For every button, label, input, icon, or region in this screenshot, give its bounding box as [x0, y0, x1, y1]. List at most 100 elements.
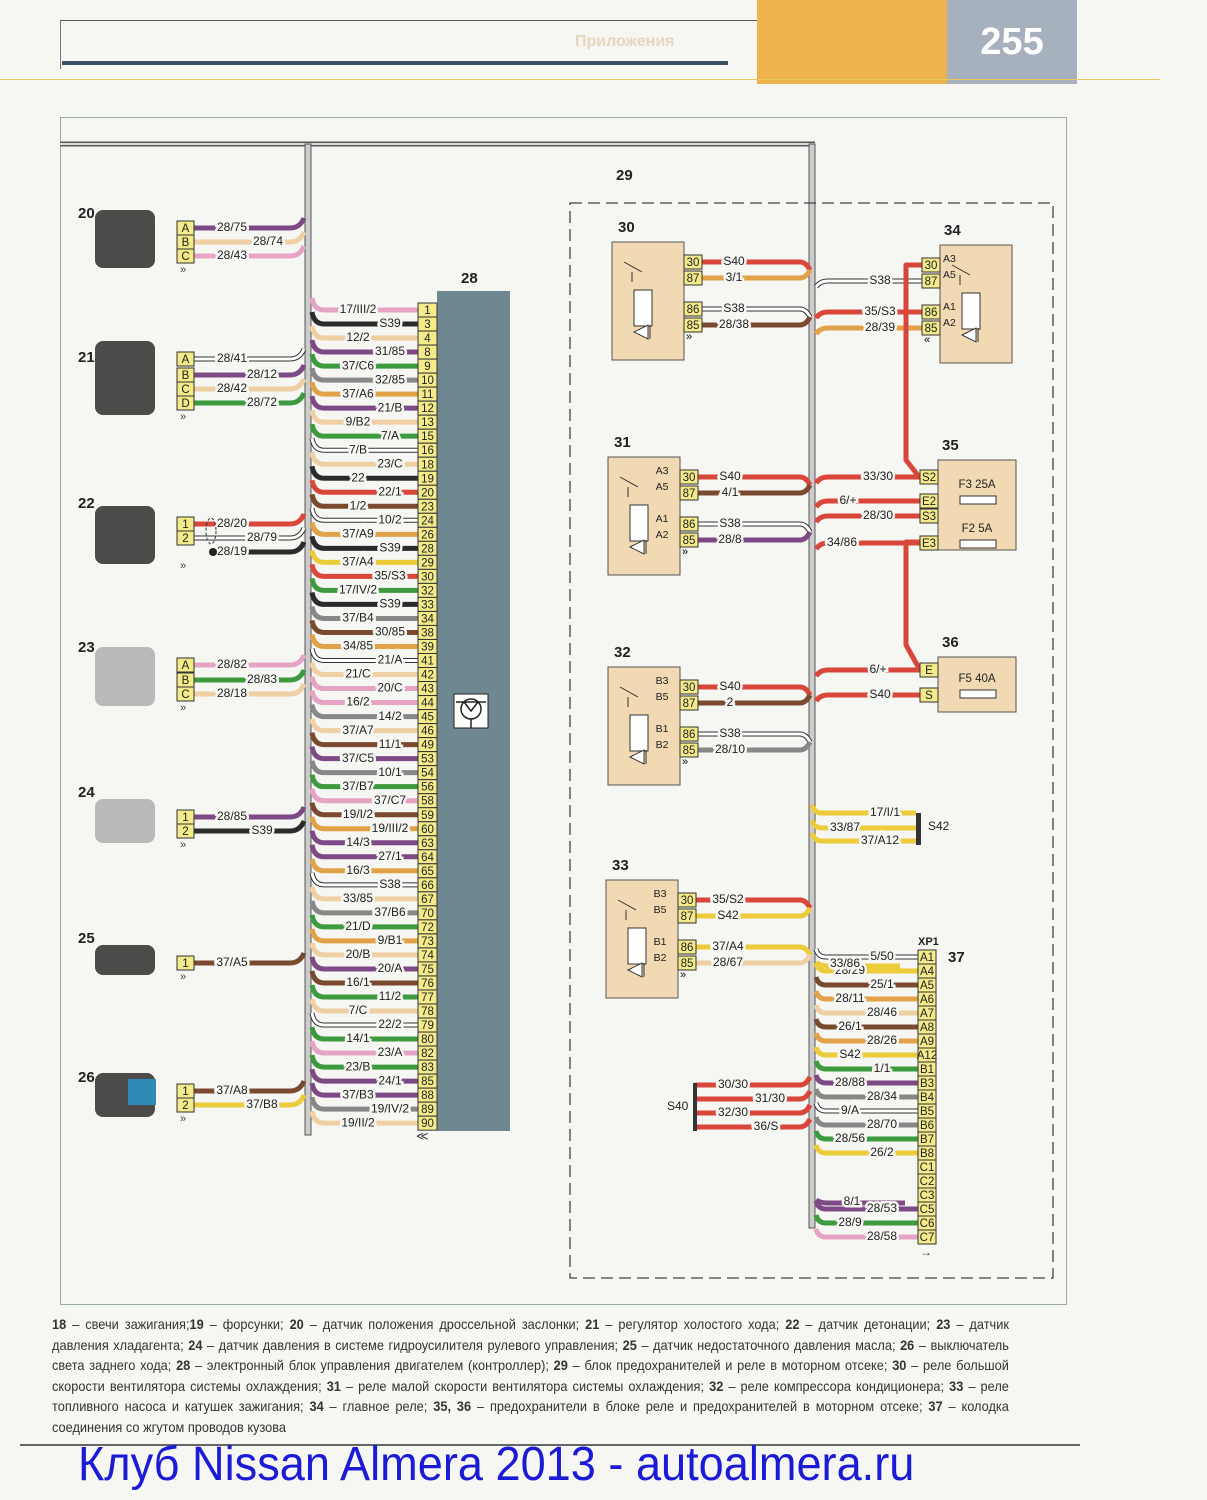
ecu-wire-33	[309, 591, 418, 607]
relay-34-pin-85-box	[921, 320, 941, 336]
ecu-wire-label: 16/2	[346, 695, 370, 709]
relay-30-wire-label: 3/1	[726, 270, 743, 284]
ecu-wire-89	[309, 1096, 418, 1112]
splice-s40-wire	[695, 1089, 813, 1102]
ecu-wire-41	[310, 648, 418, 662]
connector-37-wire-label: 28/11	[835, 991, 864, 1005]
ecu-pin-45: 45	[421, 712, 434, 724]
relay-32-pin-87-box	[679, 695, 699, 711]
ecu-wire-label: 11/2	[379, 989, 402, 1003]
ecu-wire-label: 14/2	[378, 709, 402, 723]
legend-number: 37	[928, 1399, 943, 1414]
relay-31-contact-A5: A5	[656, 481, 669, 493]
connector-lock-icon: »	[680, 969, 686, 981]
ecu-wire-label: 24/1	[378, 1073, 402, 1087]
component-26-pin-2-box	[176, 1097, 195, 1113]
ecu-wire-44	[309, 690, 418, 706]
relay-32-coil-icon	[629, 714, 649, 752]
ecu-pin-49: 49	[421, 740, 434, 752]
connector-lock-icon: »	[680, 969, 686, 981]
ecu-pin-4: 4	[424, 333, 431, 345]
ecu-wire-8	[309, 339, 418, 355]
ecu-pin-3: 3	[424, 319, 430, 331]
connector-37-pin-B8: B8	[920, 1148, 934, 1160]
ecu-number: 28	[461, 270, 478, 287]
component-21-pin-A-box	[176, 351, 195, 367]
component-24-wire-label: S39	[251, 823, 273, 837]
fuse-block-number: 29	[616, 167, 633, 184]
fuse-36-rating: F5 40A	[958, 673, 995, 685]
relay-31-pin-30-box	[679, 469, 699, 485]
relay-30-pin-87: 87	[687, 273, 700, 285]
relay-34-pin-30-box	[921, 257, 941, 273]
relay-33-pin-85-box	[677, 955, 697, 971]
connector-37-pin-A8: A8	[920, 1022, 934, 1034]
splice-s42-wire	[809, 804, 916, 816]
relay-30-wire	[702, 307, 812, 318]
relay-33-contact-B1: B1	[654, 936, 667, 948]
fuse-36-wire	[813, 667, 920, 678]
connector-37-wire	[813, 1088, 918, 1100]
ecu-wire-label: 37/A4	[342, 555, 374, 569]
ecu-wire-12	[309, 395, 418, 411]
ecu-pin-23: 23	[421, 501, 434, 513]
ecu-wire-28	[309, 535, 418, 551]
component-23-pin-B: B	[182, 675, 190, 687]
ecu-wire-1	[309, 297, 418, 313]
component-22-number: 22	[78, 495, 95, 512]
relay-30-wire	[702, 268, 813, 281]
connector-37-pin-A4: A4	[920, 966, 935, 978]
ecu-pin-85: 85	[421, 1076, 434, 1088]
component-24-wire-label: 28/85	[217, 809, 247, 823]
harness-trunk-right	[808, 143, 816, 1229]
component-21-device	[95, 341, 155, 415]
fuse-36-wire-label: S40	[869, 687, 891, 701]
connector-37-wire-label: 25/1	[870, 977, 894, 991]
relay-31-wire-label: 28/8	[718, 532, 742, 546]
legend-text: – регулятор холостого хода;	[599, 1317, 786, 1332]
shield-ground-icon	[209, 548, 217, 556]
connector-lock-icon: »	[686, 331, 692, 343]
ecu-wire-label: 20/B	[346, 947, 371, 961]
ecu-pin-43: 43	[421, 684, 434, 696]
fuse-block-border	[569, 202, 1054, 1279]
connector-37-pin-C1: C1	[920, 1162, 935, 1174]
ecu-wire-label: 37/C6	[342, 358, 374, 372]
connector-37-pin-B1: B1	[920, 1064, 934, 1076]
fuse-35-wire	[813, 513, 920, 524]
figure-legend: 18 – свечи зажигания;19 – форсунки; 20 –…	[52, 1315, 1009, 1438]
relay-32-wire-label: S40	[719, 679, 741, 693]
component-23-wire-label: 28/18	[217, 686, 247, 700]
component-23-number: 23	[78, 639, 95, 656]
connector-lock-icon: »	[180, 971, 186, 983]
ecu-pin-44: 44	[421, 698, 434, 710]
ecu-pin-16: 16	[421, 445, 434, 457]
relay-30-pin-87-box	[683, 270, 703, 286]
connector-lock-icon: »	[180, 411, 186, 423]
fuse-element-icon	[959, 689, 997, 699]
relay-31-wire	[698, 474, 813, 487]
legend-text: – датчик детонации;	[799, 1317, 937, 1332]
relay-34-pin-30: 30	[925, 260, 938, 272]
connector-37-pin-B7: B7	[920, 1134, 934, 1146]
connector-37-wire-label: 26/2	[870, 1145, 894, 1159]
relay-32-wire	[698, 740, 813, 753]
ecu-wire-23	[309, 493, 418, 509]
component-26-device-cap	[128, 1079, 156, 1105]
component-21-wire-label: 28/12	[247, 367, 277, 381]
connector-37-pin-A6: A6	[920, 994, 934, 1006]
ecu-pin-63: 63	[421, 838, 434, 850]
connector-lock-icon: »	[682, 546, 688, 558]
relay-34-wire-label: 28/39	[865, 320, 895, 334]
relay-33-wire	[696, 906, 813, 919]
relay-31-pin-30: 30	[683, 472, 696, 484]
arrow-right-icon: →	[920, 1245, 932, 1259]
component-22-wire	[210, 540, 307, 555]
ecu-wire-4	[309, 325, 418, 341]
relay-31-pin-87: 87	[683, 488, 696, 500]
relay-32-wire-label: 28/10	[715, 742, 745, 756]
connector-lock-icon: »	[682, 756, 688, 768]
relay-33-coil-icon	[627, 927, 647, 965]
connector-lock-icon: »	[180, 1113, 186, 1125]
fuse-35-rating: F2 5A	[962, 523, 993, 535]
